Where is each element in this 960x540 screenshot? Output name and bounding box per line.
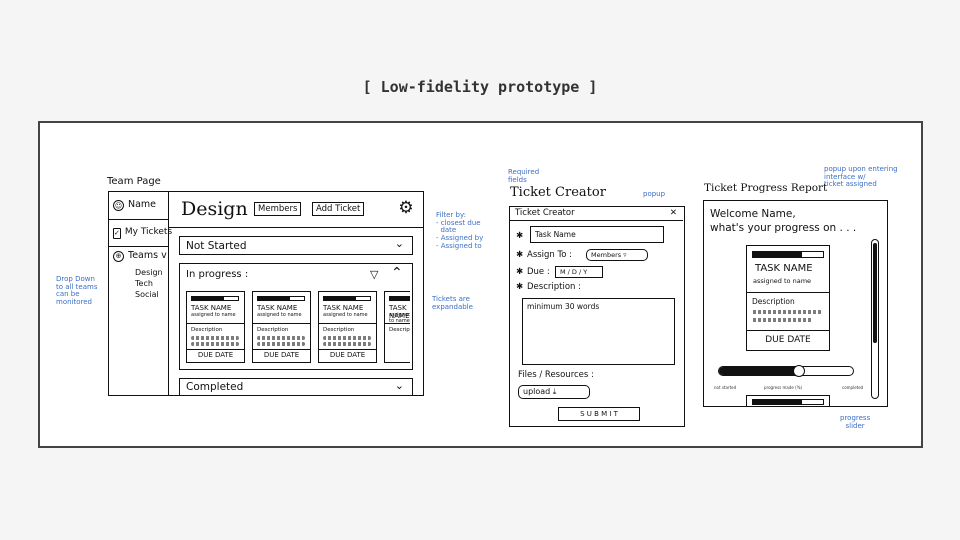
card-due-date: DUE DATE [765, 335, 811, 345]
page-title: Design [181, 198, 248, 220]
chevron-up-icon[interactable]: ⌃ [391, 265, 403, 281]
welcome-line-1: Welcome Name, [710, 208, 796, 220]
popup-header: Ticket Creator ✕ [510, 207, 683, 221]
card-task-name: TASK NAME [323, 304, 364, 312]
user-icon: ☺ [113, 200, 124, 211]
card-description: Description [257, 327, 289, 333]
sidebar-item-label: Teams v [128, 249, 167, 261]
annotation-tickets-expandable: Tickets are expandable [432, 295, 473, 311]
ticket-creator-popup: Ticket Creator ✕ ✱ Task Name ✱ Assign To… [509, 206, 685, 427]
assign-to-label: Assign To : [527, 250, 573, 260]
team-option-social[interactable]: Social [135, 290, 159, 299]
due-date-input[interactable]: M / D / Y [555, 266, 603, 278]
ticket-card[interactable]: TASK NAME assigned to name Description D… [252, 291, 311, 363]
card-progress-bar [752, 251, 824, 258]
sidebar-item-label: Name [128, 199, 157, 211]
slider-tick-end: completed [842, 385, 864, 390]
files-label: Files / Resources : [518, 370, 594, 380]
sidebar-item-label: My Tickets [124, 227, 173, 238]
header-divider [169, 227, 423, 228]
ticket-card[interactable]: TASK NAME assigned to name Description D… [186, 291, 245, 363]
description-label: Description : [527, 282, 581, 292]
required-icon: ✱ [516, 282, 524, 292]
assign-to-select[interactable]: Members ▿ [586, 249, 648, 261]
progress-slider[interactable] [718, 365, 854, 377]
team-option-design[interactable]: Design [135, 268, 163, 277]
sidebar-divider [168, 192, 169, 395]
slider-handle[interactable] [793, 365, 806, 377]
card-due-date: DUE DATE [197, 351, 234, 359]
upload-button[interactable]: upload ⤓ [518, 385, 590, 399]
section-not-started[interactable]: Not Started ⌄ [179, 236, 413, 255]
annotation-popup: popup [643, 190, 666, 198]
card-task-name: TASK NAME [191, 304, 232, 312]
prototype-board: Team Page ☺ Name ✓ My Tickets ⊕ Teams v … [38, 121, 923, 448]
card-task-name: TASK NAME [755, 263, 813, 274]
annotation-progress-slider: progress slider [840, 414, 871, 430]
chevron-down-icon: ⌄ [394, 379, 404, 392]
sidebar-item-my-tickets[interactable]: ✓ My Tickets [109, 220, 172, 247]
ticket-card[interactable]: TASK NAME assigned to name Description D… [318, 291, 377, 363]
section-completed[interactable]: Completed ⌄ [179, 378, 413, 395]
chevron-down-icon: ⌄ [394, 237, 404, 250]
submit-button[interactable]: S U B M I T [558, 407, 640, 421]
globe-icon: ⊕ [113, 250, 124, 262]
card-description: Description [323, 327, 355, 333]
annotation-required-fields: Required fields [508, 168, 540, 184]
card-task-name: TASK NAME [389, 304, 410, 320]
close-icon[interactable]: ✕ [669, 208, 677, 218]
card-due-date: DUE DATE [329, 351, 366, 359]
popup-title: Ticket Creator [515, 208, 575, 218]
card-assignee: assigned to name [753, 277, 812, 285]
required-icon: ✱ [516, 250, 524, 260]
team-option-tech[interactable]: Tech [135, 279, 153, 288]
description-textarea[interactable]: minimum 30 words [522, 298, 675, 365]
required-icon: ✱ [516, 231, 524, 241]
card-due-date: DUE DATE [263, 351, 300, 359]
required-icon: ✱ [516, 267, 524, 277]
card-description: Description [752, 297, 795, 306]
card-description: Description [191, 327, 223, 333]
slider-fill [719, 367, 800, 375]
team-page-label: Team Page [107, 176, 161, 187]
card-assignee: assigned to name [323, 312, 368, 318]
progress-report-popup: Welcome Name, what's your progress on . … [703, 200, 888, 407]
ticket-card-large: TASK NAME assigned to name Description D… [746, 245, 830, 351]
members-button[interactable]: Members [254, 202, 302, 216]
slider-tick-start: not started [714, 385, 737, 390]
section-label: Not Started [186, 239, 247, 252]
annotation-filter: Filter by: - closest due date - Assigned… [436, 211, 484, 250]
task-name-input[interactable]: Task Name [530, 226, 664, 243]
card-description: Description [389, 327, 410, 333]
card-task-name: TASK NAME [257, 304, 298, 312]
welcome-line-2: what's your progress on . . . [710, 222, 857, 234]
section-label: In progress : [186, 269, 249, 280]
annotation-drop-down: Drop Down to all teams can be monitored [56, 275, 98, 307]
card-assignee: assigned to name [191, 312, 236, 318]
due-label: Due : [527, 267, 550, 277]
slide-title: [ Low-fidelity prototype ] [362, 78, 598, 96]
section-label: Completed [186, 381, 244, 393]
add-ticket-button[interactable]: Add Ticket [312, 202, 365, 216]
sidebar-item-teams[interactable]: ⊕ Teams v [109, 247, 168, 265]
card-assignee: assigned to name [257, 312, 302, 318]
filter-icon[interactable]: ▽ [370, 268, 379, 281]
progress-report-label: Ticket Progress Report [704, 182, 828, 194]
ticket-card-partial[interactable]: TASK NAME assigned to name Description [384, 291, 410, 363]
section-in-progress: In progress : ▽ ⌃ TASK NAME assigned to … [179, 263, 413, 370]
slider-tick-middle: progress made (%) [764, 385, 803, 390]
welcome-text: Welcome Name, what's your progress on . … [710, 207, 856, 235]
checkbox-icon: ✓ [113, 227, 121, 239]
card-assignee: assigned to name [389, 312, 410, 324]
scrollbar[interactable] [871, 239, 879, 399]
ticket-creator-label: Ticket Creator [510, 185, 606, 200]
gear-icon[interactable]: ⚙ [398, 198, 414, 218]
team-page-frame: ☺ Name ✓ My Tickets ⊕ Teams v Design Tec… [108, 191, 424, 396]
annotation-popup-upon-entering: popup upon entering interface w/ ticket … [824, 165, 898, 189]
sidebar-item-name[interactable]: ☺ Name [109, 192, 168, 220]
ticket-card-next [746, 395, 830, 407]
